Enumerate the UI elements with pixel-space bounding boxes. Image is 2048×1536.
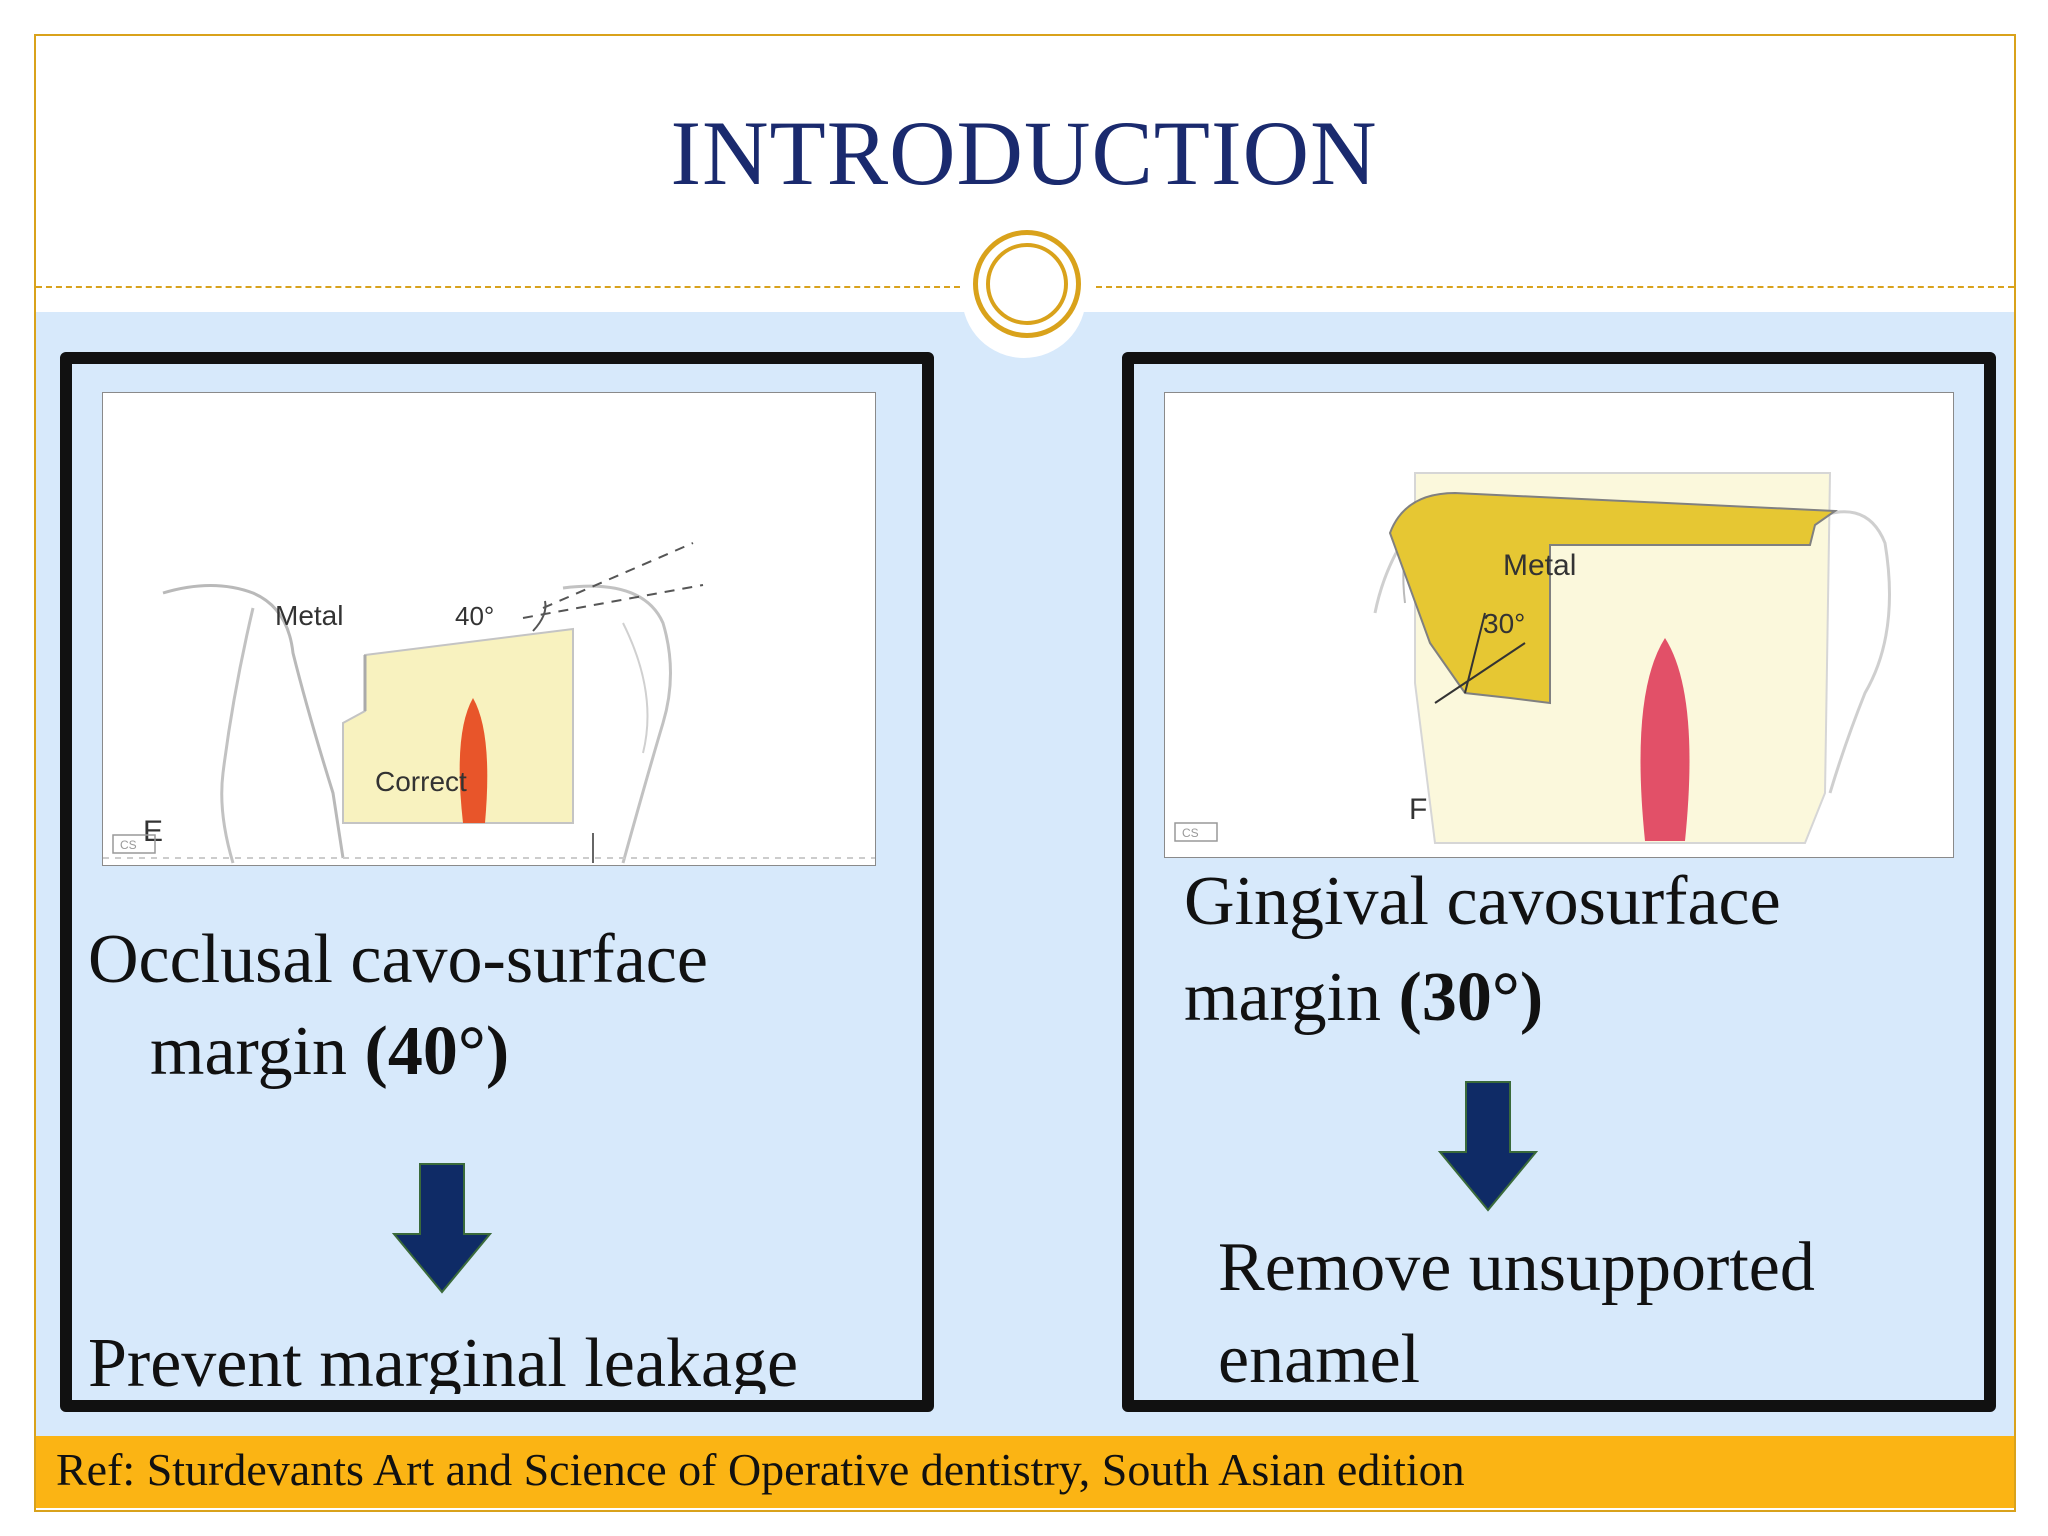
watermark-logo-text: CS bbox=[1182, 826, 1199, 840]
occlusal-margin-figure: Metal 40° Correct E CS bbox=[102, 392, 876, 866]
reference-bar bbox=[36, 1436, 2014, 1508]
gingival-caption-angle: (30°) bbox=[1398, 959, 1544, 1036]
occlusal-caption-line2: margin (40°) bbox=[150, 1006, 509, 1098]
bevel-line-30 bbox=[1434, 642, 1526, 704]
occlusal-caption-line1: Occlusal cavo-surface bbox=[88, 921, 708, 998]
tooth-outline-left bbox=[162, 584, 345, 859]
occlusal-margin-diagram: Metal 40° Correct E CS bbox=[103, 542, 875, 864]
tooth-outline-right bbox=[562, 584, 672, 864]
pulp-horn-shape bbox=[459, 698, 488, 823]
slide-title: INTRODUCTION bbox=[670, 102, 1378, 204]
watermark-logo-text: CS bbox=[120, 838, 137, 852]
title-divider-left bbox=[36, 286, 960, 288]
gingival-caption-line2: margin (30°) bbox=[1184, 952, 1543, 1044]
right-panel bbox=[1122, 352, 1996, 1412]
tooth-root-left bbox=[220, 607, 255, 864]
label-angle-30: 30° bbox=[1483, 608, 1525, 639]
occlusal-result-text: Prevent marginal leakage bbox=[88, 1325, 799, 1394]
metal-restoration bbox=[1388, 491, 1838, 705]
pulp-shape bbox=[1640, 638, 1690, 841]
divider-ring-inner-icon bbox=[986, 243, 1068, 325]
down-arrow-icon bbox=[391, 1163, 493, 1294]
label-letter-e: E bbox=[143, 815, 163, 848]
angle-arc bbox=[532, 600, 547, 632]
gingival-result-line1: Remove unsupported bbox=[1218, 1229, 1815, 1306]
reference-text: Ref: Sturdevants Art and Science of Oper… bbox=[56, 1444, 1465, 1495]
gingival-caption-margin: margin bbox=[1184, 959, 1399, 1036]
down-arrow-icon bbox=[1437, 1081, 1539, 1212]
label-metal: Metal bbox=[275, 600, 343, 631]
left-panel bbox=[60, 352, 934, 1412]
occlusal-caption-margin: margin bbox=[150, 1013, 365, 1090]
label-angle-40: 40° bbox=[455, 601, 494, 631]
angle-line-lower bbox=[522, 584, 704, 619]
gingival-margin-figure: Metal 30° F CS bbox=[1164, 392, 1954, 858]
tooth-outline-right bbox=[1804, 510, 1891, 794]
angle-line-upper bbox=[542, 542, 694, 609]
gingival-caption-line1: Gingival cavosurface bbox=[1184, 863, 1781, 940]
title-divider-right bbox=[1096, 286, 2014, 288]
occlusal-caption-angle: (40°) bbox=[364, 1013, 510, 1090]
gingival-margin-diagram: Metal 30° F CS bbox=[1174, 472, 1891, 844]
watermark-logo bbox=[112, 834, 156, 854]
gingival-result-line2: enamel bbox=[1218, 1321, 1421, 1394]
label-metal: Metal bbox=[1503, 549, 1576, 582]
label-letter-f: F bbox=[1409, 793, 1427, 826]
label-correct: Correct bbox=[375, 766, 467, 797]
tooth-root-right bbox=[622, 622, 649, 754]
watermark-logo bbox=[1174, 822, 1218, 842]
